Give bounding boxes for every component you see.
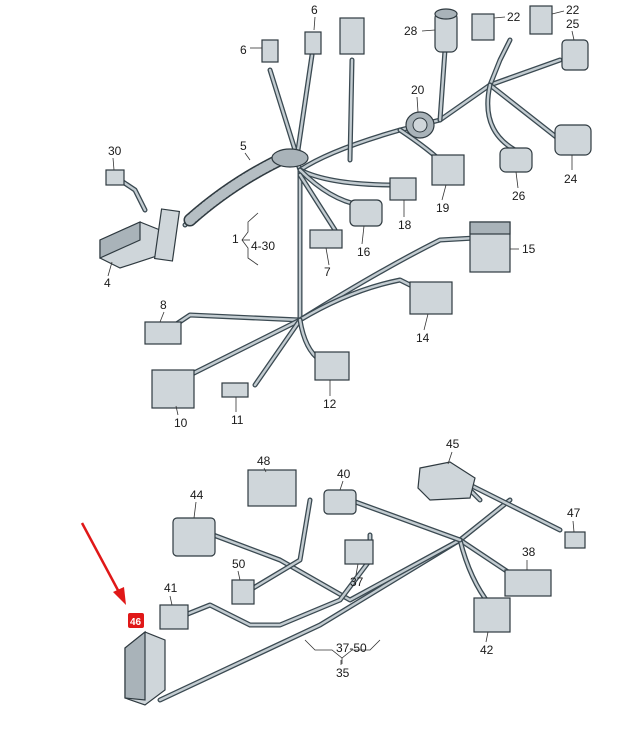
label-35: 35 <box>336 666 350 680</box>
label-12: 12 <box>323 397 337 411</box>
label-25: 25 <box>566 17 580 31</box>
leader-lines <box>107 10 575 665</box>
connector-6b <box>304 31 322 55</box>
label-6a: 6 <box>240 43 247 57</box>
connector-8 <box>144 321 182 345</box>
highlight-box-46 <box>128 613 144 628</box>
connector-6a <box>261 39 279 63</box>
connector-37 <box>344 539 374 565</box>
connector-16 <box>349 199 383 227</box>
label-48: 48 <box>257 454 271 468</box>
connector-41 <box>159 604 189 630</box>
label-50: 50 <box>232 557 246 571</box>
connector-38 <box>504 569 552 597</box>
connector-4 <box>99 208 181 269</box>
connector-19 <box>431 154 465 186</box>
connector-46 <box>124 630 166 706</box>
label-10: 10 <box>174 416 188 430</box>
connector-24 <box>554 124 592 156</box>
lower-harness <box>124 461 586 706</box>
label-4: 4 <box>104 276 111 290</box>
label-44: 44 <box>190 488 204 502</box>
label-28: 28 <box>404 24 418 38</box>
label-22b: 22 <box>566 3 580 17</box>
connector-30 <box>105 169 125 186</box>
connector-26 <box>499 147 533 173</box>
connector-11 <box>221 382 249 398</box>
label-20: 20 <box>411 83 425 97</box>
connector-7 <box>309 229 343 249</box>
connector-22b <box>529 5 553 35</box>
label-26: 26 <box>512 189 526 203</box>
label-11: 11 <box>231 413 244 427</box>
connector-50 <box>231 579 255 605</box>
connector-15 <box>469 221 511 273</box>
label-37-50: 37-50 <box>336 641 367 655</box>
connector-22a <box>471 13 495 41</box>
connector-48 <box>247 469 297 507</box>
label-47: 47 <box>567 506 581 520</box>
label-1: 1 <box>232 232 239 246</box>
label-22a: 22 <box>507 10 521 24</box>
connector-45 <box>417 461 476 501</box>
label-8: 8 <box>160 298 167 312</box>
connector-42 <box>473 597 511 633</box>
label-19: 19 <box>436 201 450 215</box>
connector-top <box>339 17 365 55</box>
label-5: 5 <box>240 139 247 153</box>
connector-47 <box>564 531 586 549</box>
label-45: 45 <box>446 437 460 451</box>
connector-28 <box>434 8 458 53</box>
part-labels: 1 4-30 4 5 6 6 7 8 10 11 12 14 15 16 18 … <box>104 3 581 680</box>
label-38: 38 <box>522 545 536 559</box>
upper-harness <box>99 5 592 409</box>
label-30: 30 <box>108 144 122 158</box>
label-15: 15 <box>522 242 536 256</box>
connector-14 <box>409 281 453 315</box>
label-6b: 6 <box>311 3 318 17</box>
label-24: 24 <box>564 172 578 186</box>
label-16: 16 <box>357 245 371 259</box>
label-46: 46 <box>130 617 142 628</box>
connector-40 <box>323 489 357 515</box>
connector-25 <box>561 39 589 71</box>
label-40: 40 <box>337 467 351 481</box>
label-14: 14 <box>416 331 430 345</box>
label-7: 7 <box>324 265 331 279</box>
grommet-5 <box>271 148 309 168</box>
connector-10 <box>151 369 195 409</box>
red-arrow <box>80 522 126 605</box>
label-18: 18 <box>398 218 412 232</box>
label-41: 41 <box>164 581 178 595</box>
label-4-30: 4-30 <box>251 239 275 253</box>
label-37: 37 <box>350 575 364 589</box>
connector-12 <box>314 351 350 381</box>
label-42: 42 <box>480 643 494 657</box>
connector-18 <box>389 177 417 201</box>
connector-44 <box>172 517 216 557</box>
